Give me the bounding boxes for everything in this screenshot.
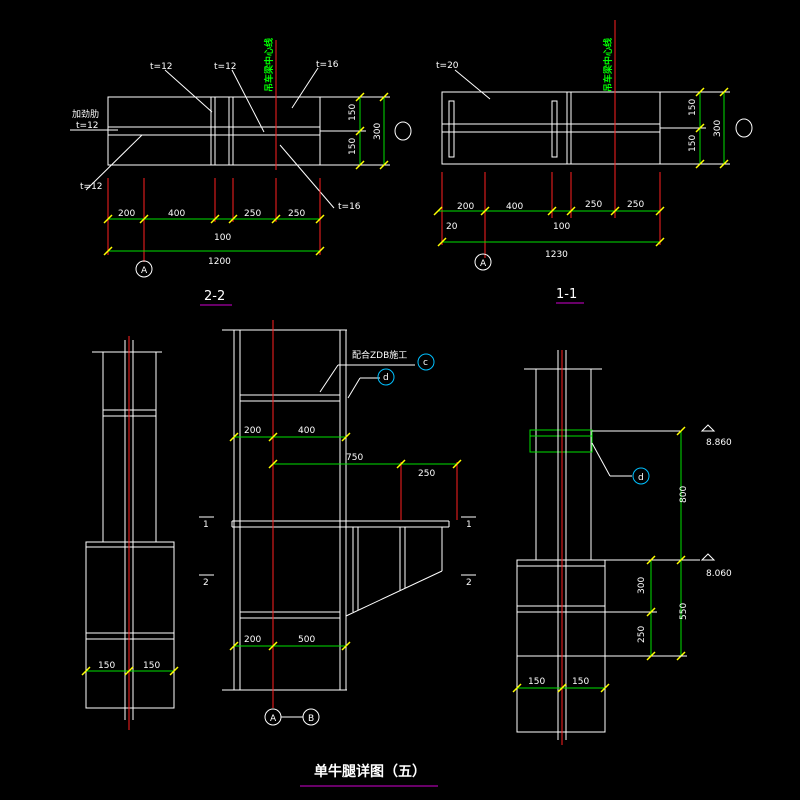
elevation-left: 150 150 bbox=[81, 336, 179, 730]
dim-100: 100 bbox=[214, 233, 231, 243]
section-1-1: t=20 吊车梁中心线 150 150 300 200 400 250 bbox=[433, 20, 753, 304]
dim-mid-250: 250 bbox=[418, 469, 435, 479]
dim-mid-500: 500 bbox=[298, 635, 315, 645]
dim-right-800: 800 bbox=[679, 486, 689, 503]
dim-mid-750: 750 bbox=[346, 453, 363, 463]
dim-11-200: 200 bbox=[457, 202, 474, 212]
cut-2-left: 2 bbox=[203, 578, 209, 588]
elevation-middle: 配合ZDB施工 c d 200 400 750 250 200 500 1 2 … bbox=[199, 320, 476, 726]
label-stiffener: 加劲肋 bbox=[72, 108, 99, 120]
elev-bot: 8.060 bbox=[706, 569, 732, 579]
dim-11-h150-b: 150 bbox=[688, 135, 698, 152]
dim-250-a: 250 bbox=[244, 209, 261, 219]
note-zdb: 配合ZDB施工 bbox=[352, 349, 407, 361]
dim-right-550: 550 bbox=[679, 603, 689, 620]
dim-mid-200-b: 200 bbox=[244, 635, 261, 645]
callout-c-label: c bbox=[423, 358, 428, 368]
dim-11-100: 100 bbox=[553, 222, 570, 232]
callout-c-bubble bbox=[417, 353, 435, 371]
dim-mid-400: 400 bbox=[298, 426, 315, 436]
dim-11-250-b: 250 bbox=[627, 200, 644, 210]
axis-a-mid: A bbox=[270, 714, 277, 724]
dim-200: 200 bbox=[118, 209, 135, 219]
label-t12-left: t=12 bbox=[80, 182, 103, 192]
label-t12-b: t=12 bbox=[214, 62, 237, 72]
callout-d-label: d bbox=[383, 373, 389, 383]
dim-h150-a: 150 bbox=[348, 104, 358, 121]
dim-left-150-a: 150 bbox=[98, 661, 115, 671]
dim-right-250: 250 bbox=[637, 626, 647, 643]
dim-h150-b: 150 bbox=[348, 138, 358, 155]
elevation-right: d 800 550 8.860 8.060 300 250 150 150 bbox=[512, 350, 732, 745]
dim-left-150-b: 150 bbox=[143, 661, 160, 671]
label-t12-a: t=12 bbox=[150, 62, 173, 72]
callout-d-right: d bbox=[638, 473, 644, 483]
label-t20: t=20 bbox=[436, 61, 459, 71]
label-t16-top: t=16 bbox=[316, 60, 339, 70]
axis-a-label: A bbox=[141, 266, 148, 276]
dim-right-300: 300 bbox=[637, 577, 647, 594]
bracket-block bbox=[529, 429, 593, 453]
dim-11-1230: 1230 bbox=[545, 250, 568, 260]
dim-400: 400 bbox=[168, 209, 185, 219]
section-2-2: t=12 t=12 t=16 加劲肋 t=12 t=12 t=16 吊车梁中心线… bbox=[70, 38, 412, 306]
dim-11-h300: 300 bbox=[713, 120, 723, 137]
dim-11-h150-a: 150 bbox=[688, 99, 698, 116]
section-2-2-title: 2-2 bbox=[204, 289, 225, 304]
drawing-title: 单牛腿详图（五） bbox=[314, 763, 426, 780]
label-stiffener-t: t=12 bbox=[76, 121, 99, 131]
callout-d-bubble bbox=[377, 368, 395, 386]
crane-centerline-label: 吊车梁中心线 bbox=[263, 38, 275, 92]
dim-right-150-a: 150 bbox=[528, 677, 545, 687]
elev-top: 8.860 bbox=[706, 438, 732, 448]
cut-2-right: 2 bbox=[466, 578, 472, 588]
section-1-1-title: 1-1 bbox=[556, 287, 577, 302]
cut-1-left: 1 bbox=[203, 520, 209, 530]
crane-centerline-label-2: 吊车梁中心线 bbox=[602, 38, 614, 92]
dim-11-400: 400 bbox=[506, 202, 523, 212]
dim-250-b: 250 bbox=[288, 209, 305, 219]
dim-11-20: 20 bbox=[446, 222, 458, 232]
cut-1-right: 1 bbox=[466, 520, 472, 530]
label-t16-right: t=16 bbox=[338, 202, 361, 212]
axis-a-label-2: A bbox=[480, 259, 487, 269]
axis-bubble-a bbox=[135, 260, 153, 278]
dim-1200: 1200 bbox=[208, 257, 231, 267]
dim-right-150-b: 150 bbox=[572, 677, 589, 687]
axis-b-mid: B bbox=[308, 714, 314, 724]
dim-11-250-a: 250 bbox=[585, 200, 602, 210]
dim-h300: 300 bbox=[373, 123, 383, 140]
dim-mid-200-a: 200 bbox=[244, 426, 261, 436]
